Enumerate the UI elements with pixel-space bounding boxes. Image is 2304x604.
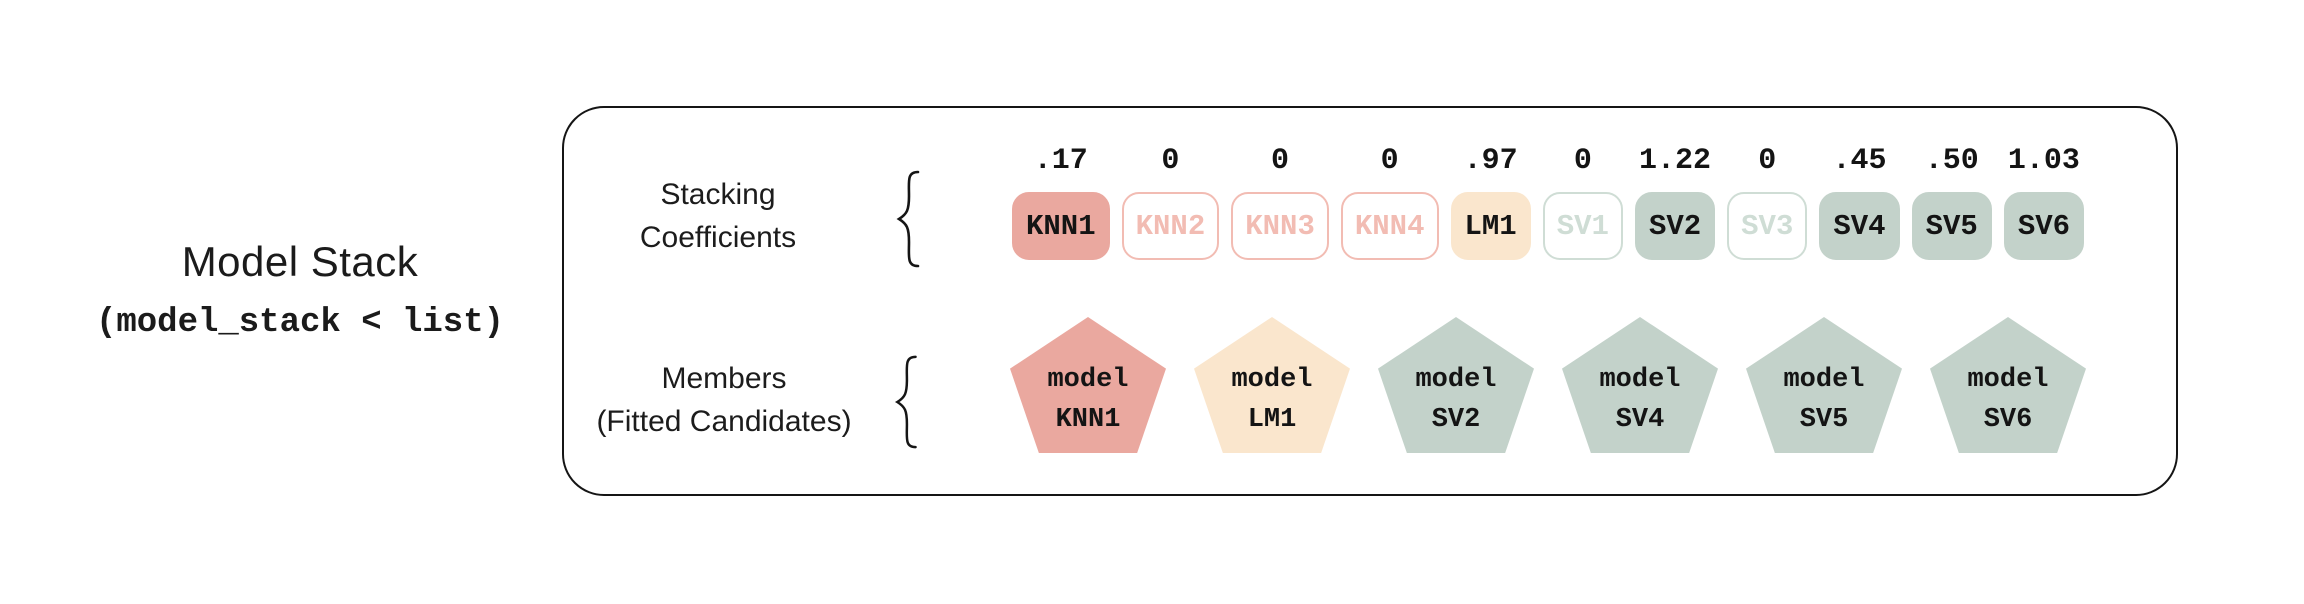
- curly-brace-icon: [894, 355, 917, 449]
- coefficient-value: .45: [1832, 144, 1887, 178]
- page-title: Model Stack: [181, 238, 419, 285]
- member-line1: model: [1783, 364, 1865, 395]
- coefficient-column: 0 KNN2: [1121, 144, 1220, 260]
- member-pentagon: model SV2: [1378, 317, 1534, 453]
- member-line1: model: [1967, 364, 2049, 395]
- model-box: KNN2: [1121, 192, 1220, 260]
- stacking-coefficients-label: Stacking Coefficients: [598, 174, 838, 259]
- member-line2: SV4: [1615, 405, 1665, 435]
- stacking-label-line2: Coefficients: [639, 220, 797, 254]
- member-line1: model: [1231, 364, 1313, 395]
- coefficient-column: .45 SV4: [1819, 144, 1900, 260]
- coefficient-value: .50: [1924, 144, 1979, 178]
- coefficient-column: 0 SV3: [1727, 144, 1808, 260]
- member-pentagon: model SV5: [1746, 317, 1902, 453]
- coefficient-value: 0: [1161, 144, 1180, 178]
- model-box: SV1: [1542, 192, 1623, 260]
- coefficient-value: 0: [1271, 144, 1290, 178]
- coefficient-column: .17 KNN1: [1012, 144, 1110, 260]
- model-box: LM1: [1450, 192, 1531, 260]
- member-line1: model: [1599, 364, 1681, 395]
- coefficient-value: .17: [1033, 144, 1088, 178]
- members-label: Members (Fitted Candidates): [574, 358, 874, 443]
- coefficient-value: .97: [1463, 144, 1518, 178]
- stacking-label-line1: Stacking: [660, 178, 776, 211]
- model-box: SV2: [1634, 192, 1716, 260]
- page-subtitle-code: (model_stack < list): [95, 304, 505, 342]
- member-line2: KNN1: [1055, 405, 1121, 435]
- coefficient-column: 0 KNN3: [1231, 144, 1329, 260]
- member-line2: SV5: [1799, 405, 1849, 435]
- member-pentagon: model SV6: [1930, 317, 2086, 453]
- coefficient-column: 0 SV1: [1542, 144, 1623, 260]
- model-box: KNN4: [1340, 192, 1439, 260]
- members-row: model KNN1 model LM1 model SV2 model SV4…: [1010, 317, 2086, 453]
- model-box: KNN1: [1012, 192, 1110, 260]
- member-pentagon: model LM1: [1194, 317, 1350, 453]
- coefficient-value: 0: [1573, 144, 1592, 178]
- model-box: SV5: [1911, 192, 1992, 260]
- left-panel: Model Stack (model_stack < list): [40, 238, 560, 342]
- coefficients-row: .17 KNN1 0 KNN2 0 KNN3 0 KNN4 .97 LM1 0 …: [1012, 144, 2085, 260]
- members-label-line1: Members: [661, 362, 787, 395]
- member-line1: model: [1047, 364, 1129, 395]
- model-box: SV6: [2003, 192, 2085, 260]
- model-box: SV3: [1727, 192, 1808, 260]
- coefficient-value: 1.22: [1639, 144, 1712, 178]
- coefficient-column: 0 KNN4: [1340, 144, 1439, 260]
- model-box: KNN3: [1231, 192, 1329, 260]
- member-line1: model: [1415, 364, 1497, 395]
- member-line2: SV2: [1431, 405, 1481, 435]
- member-line2: SV6: [1983, 405, 2033, 435]
- curly-brace-icon: [896, 170, 920, 268]
- coefficient-value: 0: [1380, 144, 1399, 178]
- model-box: SV4: [1819, 192, 1900, 260]
- coefficient-value: 1.03: [2007, 144, 2080, 178]
- coefficient-value: 0: [1758, 144, 1777, 178]
- coefficient-column: .50 SV5: [1911, 144, 1992, 260]
- member-pentagon: model KNN1: [1010, 317, 1166, 453]
- members-label-line2: (Fitted Candidates): [596, 404, 852, 438]
- model-stack-container: Stacking Coefficients .17 KNN1 0 KNN2 0 …: [562, 106, 2178, 496]
- coefficient-column: 1.03 SV6: [2003, 144, 2085, 260]
- member-pentagon: model SV4: [1562, 317, 1718, 453]
- coefficient-column: .97 LM1: [1450, 144, 1531, 260]
- coefficient-column: 1.22 SV2: [1634, 144, 1716, 260]
- member-line2: LM1: [1247, 405, 1297, 435]
